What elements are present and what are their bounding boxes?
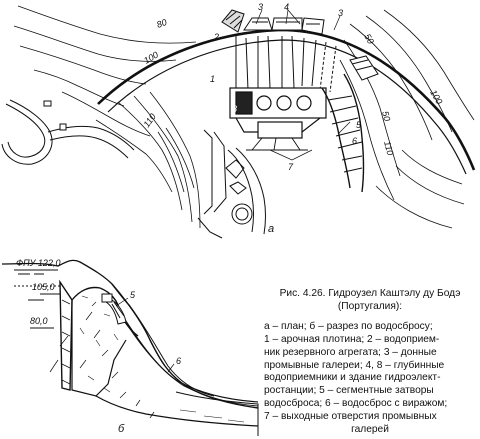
downstream-structures <box>197 129 266 239</box>
spillway-chute <box>321 55 379 193</box>
contour-label-110: 110 <box>141 112 157 129</box>
caption-line: промывные галереи; 4, 8 – глубинные <box>264 359 445 371</box>
caption-line: 7 – выходные отверстия промывных <box>264 411 437 423</box>
downstream-section <box>175 391 259 436</box>
callout-6: 6 <box>352 136 357 146</box>
contour-label-110-right: 110 <box>382 140 395 156</box>
contour-label-80: 80 <box>155 17 168 30</box>
caption-line: ник резервного агрегата; 3 – донные <box>264 346 437 358</box>
callout-7: 7 <box>288 162 294 172</box>
plan-labels: 1 2 3 4 3 8 7 6 5 80 100 110 50 100 110 … <box>141 2 444 235</box>
elevation-fpu: ФПУ 122,0 <box>16 258 60 268</box>
view-label-a: а <box>268 223 274 235</box>
gallery-outlets <box>246 137 308 151</box>
elevation-80: 80,0 <box>30 316 48 326</box>
section-callout-5: 5 <box>130 290 136 300</box>
caption-line: ростанции; 5 – сегментные затворы <box>264 385 434 397</box>
section-callout-6: 6 <box>176 356 181 366</box>
callout-8: 8 <box>232 104 237 114</box>
callout-3-left: 3 <box>258 2 263 12</box>
intake-towers <box>235 17 337 101</box>
view-label-b: б <box>118 423 125 435</box>
access-road <box>1 99 135 165</box>
section-labels: ФПУ 122,0 105,0 80,0 5 6 б <box>16 258 181 435</box>
contour-label-50-right: 50 <box>380 110 392 122</box>
dam-section <box>59 279 139 397</box>
figure-caption: Рис. 4.26. Гидроузел Кaштэлу ду Бодэ (По… <box>264 288 476 437</box>
arch-dam <box>97 28 476 175</box>
spillway-section <box>119 311 259 407</box>
caption-line: галерей <box>351 424 389 436</box>
contour-label-100: 100 <box>142 50 160 66</box>
callout-5: 5 <box>356 120 362 130</box>
section-view <box>1 259 259 436</box>
callout-1: 1 <box>210 74 215 84</box>
left-bank-contours <box>13 5 201 229</box>
caption-line: а – план; б – разрез по водосбросу; <box>264 320 433 332</box>
caption-line: водосброса; 6 – водосброс с виражом; <box>264 398 448 410</box>
power-house <box>229 87 327 139</box>
reserve-intake <box>221 9 245 33</box>
water-levels <box>14 269 62 329</box>
section-leaders <box>115 297 175 373</box>
elevation-105: 105,0 <box>32 282 55 292</box>
plan-view <box>1 5 476 239</box>
caption-title: Рис. 4.26. Гидроузел Кaштэлу ду Бодэ (По… <box>279 288 461 312</box>
caption-line: водоприемники и здание гидроэлект- <box>264 372 441 384</box>
callout-leaders <box>255 9 351 161</box>
contour-label-50: 50 <box>362 32 376 46</box>
callout-4: 4 <box>284 2 289 12</box>
callout-3-right: 3 <box>338 8 343 18</box>
segment-gate <box>101 293 127 325</box>
caption-line: 1 – арочная плотина; 2 – водоприем- <box>264 333 440 345</box>
callout-2: 2 <box>213 32 219 42</box>
caption-body: а – план; б – разрез по водосбросу; 1 – … <box>264 321 476 437</box>
